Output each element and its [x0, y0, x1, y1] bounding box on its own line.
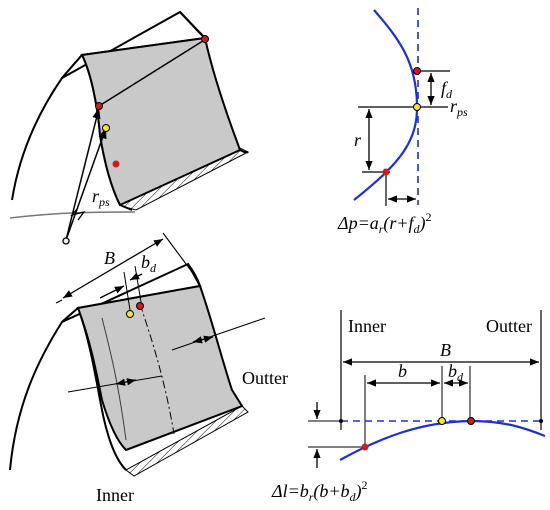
- formula-delta-l: Δl=br(b+bd)2: [271, 478, 368, 504]
- point-left-bottom-right: [339, 419, 343, 423]
- label-inner-bottom-right: Inner: [348, 316, 386, 336]
- red-point-bottom-right: [467, 417, 475, 425]
- label-B-bottom-right: B: [440, 340, 451, 360]
- top-left-tooth: rps: [9, 10, 250, 245]
- yellow-point-bottom-right: [438, 417, 446, 425]
- gear-center-point: [62, 237, 70, 245]
- label-fd: fd: [441, 78, 453, 101]
- label-b-bottom-right: b: [398, 361, 407, 381]
- red-point-top-left-2: [201, 35, 209, 43]
- bottom-right-profile: Inner Outter B b bd Δl=br(b+bd)2: [271, 310, 546, 504]
- crowning-curve: [339, 419, 546, 461]
- red-point-top-right-2: [382, 168, 390, 176]
- formula-delta-p: Δp=ar(r+fd)2: [337, 210, 432, 236]
- bottom-left-tooth: B bd Outter Inner: [9, 232, 288, 505]
- label-rps-top-right: rps: [450, 96, 468, 119]
- label-inner-bottom-left: Inner: [96, 485, 134, 505]
- label-bd-bottom-left: bd: [141, 252, 157, 275]
- tooth-flank-face: [80, 36, 242, 207]
- red-point-bottom-left: [136, 302, 144, 310]
- label-r: r: [354, 130, 362, 150]
- red-point-top-left-3: [112, 160, 120, 168]
- label-B-bottom-left: B: [104, 248, 115, 268]
- yellow-point-top-right: [413, 103, 421, 111]
- label-bd-bottom-right: bd: [448, 361, 464, 384]
- tooth-base-hatch-bottom: [125, 405, 249, 477]
- label-outter-bottom-right: Outter: [486, 316, 532, 336]
- contact-line: [98, 38, 207, 107]
- yellow-point-bottom-left: [126, 310, 134, 318]
- point-right-bottom-right: [539, 419, 543, 423]
- label-outter-bottom-left: Outter: [242, 368, 288, 388]
- label-rps-top-left: rps: [92, 186, 110, 209]
- red-point-top-left-1: [95, 102, 103, 110]
- yellow-point-top-left: [102, 124, 110, 132]
- top-right-profile: fd rps r Δp=ar(r+fd)2: [337, 8, 468, 236]
- red-point-top-right-1: [413, 67, 421, 75]
- center-dashdot-line: [139, 303, 175, 435]
- red-point-bottom-right-curve: [361, 443, 369, 451]
